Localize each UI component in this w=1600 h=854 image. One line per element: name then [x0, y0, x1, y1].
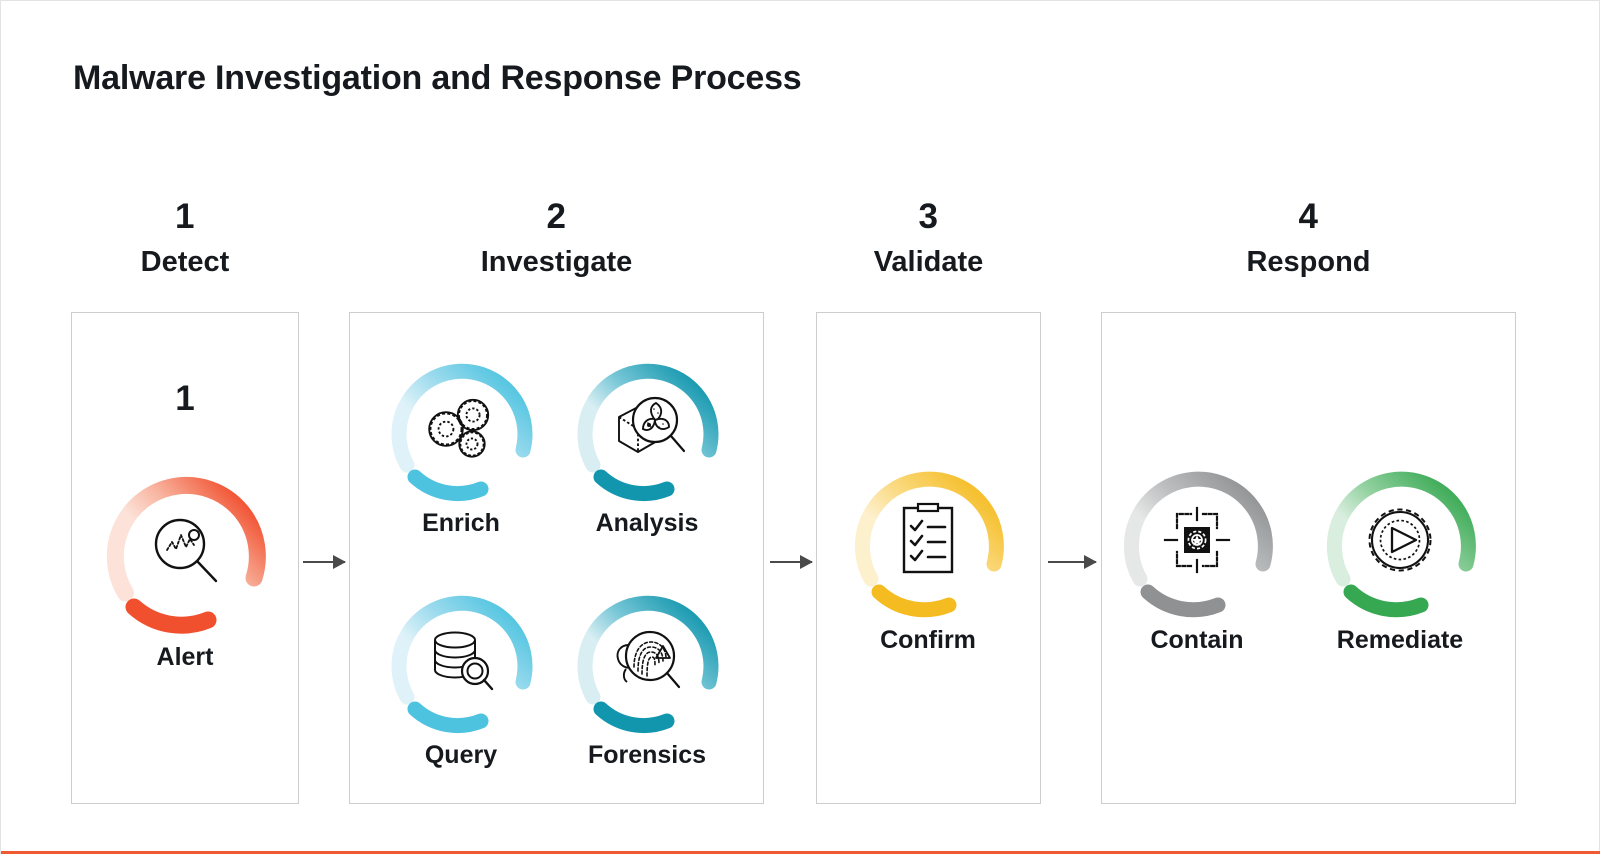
- ring-wrap: [563, 581, 731, 739]
- ring-wrap: [1113, 456, 1281, 624]
- node-analysis[interactable]: Analysis: [563, 349, 731, 538]
- node-label: Query: [424, 741, 498, 769]
- progress-ring-contain: [1123, 471, 1273, 618]
- fingerprint-magnifier-icon: [605, 623, 689, 697]
- step-name: Respond: [1246, 246, 1371, 278]
- containment-target-virus-icon: [1157, 500, 1237, 580]
- bottom-accent-rule: [1, 851, 1600, 854]
- ring-wrap: [377, 349, 545, 507]
- step-number: 1: [175, 197, 195, 236]
- gear-play-icon: [1358, 498, 1442, 582]
- node-label: Contain: [1150, 626, 1244, 654]
- node-contain[interactable]: Contain: [1113, 456, 1281, 655]
- step-header-4: 4 Respond: [1101, 197, 1516, 282]
- arrow-detect-to-investigate: [303, 555, 346, 569]
- ring-wrap: [844, 456, 1012, 624]
- node-alert[interactable]: Alert: [81, 463, 289, 672]
- node-remediate[interactable]: Remediate: [1316, 456, 1484, 655]
- stage-card-respond[interactable]: [1101, 312, 1516, 804]
- node-label: Analysis: [595, 509, 699, 537]
- step-header-2: 2 Investigate: [349, 197, 764, 282]
- step-name: Investigate: [480, 246, 633, 278]
- cube-magnifier-virus-icon: [605, 389, 689, 467]
- database-magnifier-icon: [423, 622, 499, 698]
- node-label: Remediate: [1336, 626, 1464, 654]
- progress-ring-enrich: [391, 363, 533, 502]
- step-name: Detect: [140, 246, 230, 278]
- step-number: 2: [546, 197, 567, 236]
- clipboard-checklist-icon: [897, 502, 959, 578]
- ring-wrap: [563, 349, 731, 507]
- node-forensics[interactable]: Forensics: [563, 581, 731, 770]
- arrow-investigate-to-validate: [770, 555, 813, 569]
- ring-wrap: [81, 463, 289, 641]
- progress-ring-confirm: [854, 471, 1004, 618]
- node-query[interactable]: Query: [377, 581, 545, 770]
- progress-ring-alert: [106, 476, 266, 634]
- progress-ring-analysis: [577, 363, 719, 502]
- node-confirm[interactable]: Confirm: [844, 456, 1012, 655]
- node-enrich[interactable]: Enrich: [377, 349, 545, 538]
- progress-ring-forensics: [577, 595, 719, 734]
- node-label: Enrich: [422, 509, 500, 537]
- magnifier-waveform-icon: [142, 509, 228, 595]
- node-label: Alert: [156, 643, 214, 671]
- card-inner-number-detect: 1: [175, 379, 195, 418]
- node-label: Forensics: [587, 741, 707, 769]
- ring-wrap: [1316, 456, 1484, 624]
- step-number: 4: [1298, 197, 1319, 236]
- step-header-1: 1 Detect: [71, 197, 299, 282]
- progress-ring-remediate: [1326, 471, 1476, 618]
- progress-ring-query: [391, 595, 533, 734]
- step-name: Validate: [873, 246, 984, 278]
- arrow-validate-to-respond: [1048, 555, 1097, 569]
- ring-wrap: [377, 581, 545, 739]
- node-label: Confirm: [880, 626, 976, 654]
- step-header-3: 3 Validate: [816, 197, 1041, 282]
- step-number: 3: [918, 197, 939, 236]
- page-title: Malware Investigation and Response Proce…: [73, 59, 802, 97]
- gears-icon: [422, 393, 500, 463]
